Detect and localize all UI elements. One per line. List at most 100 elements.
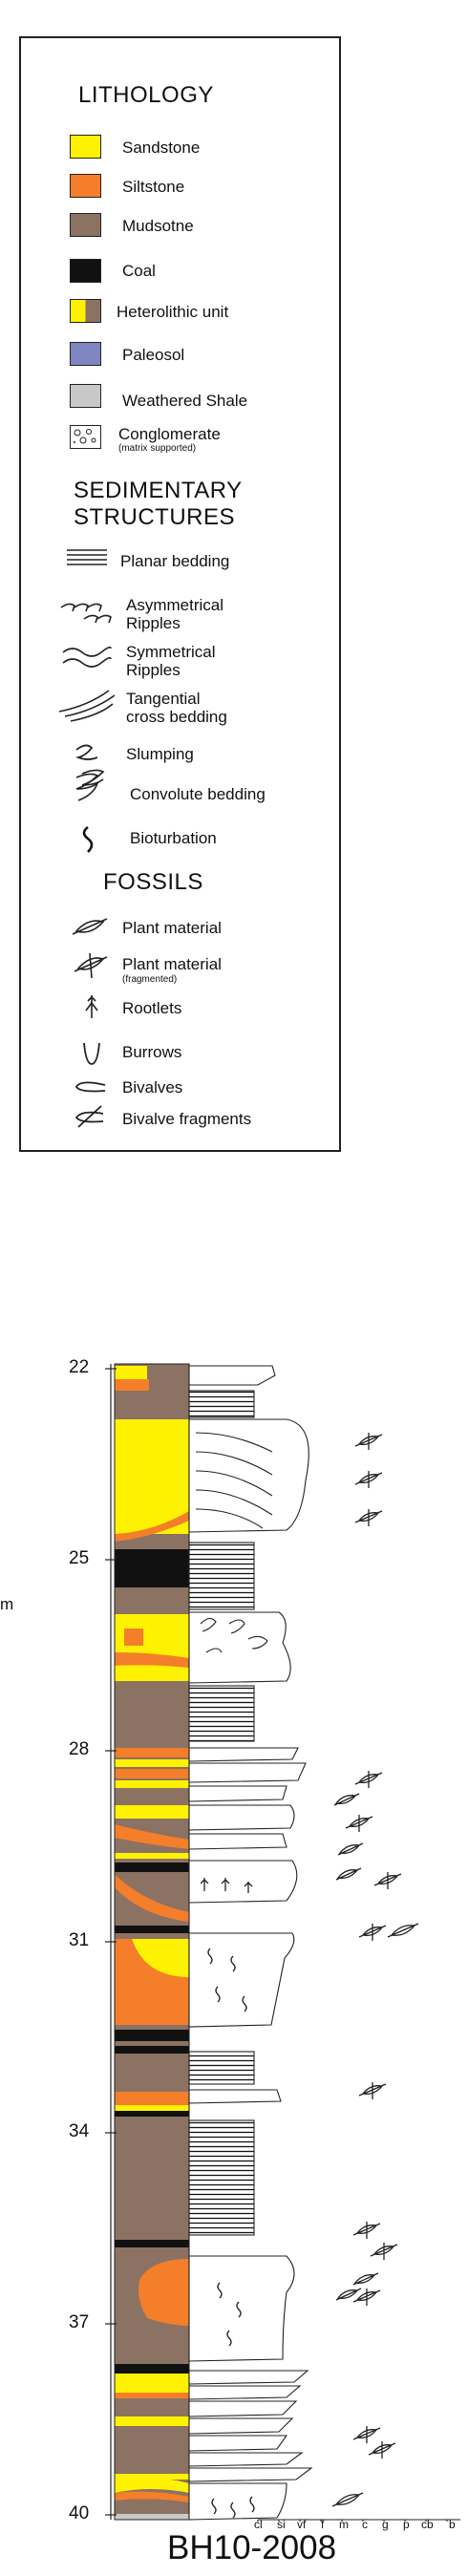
structures-title-line2: STRUCTURES	[74, 504, 236, 530]
structure-label-sym-2: Ripples	[126, 661, 181, 679]
grain-label-cl: cl	[254, 2518, 263, 2531]
fossil-label-plant: Plant material	[122, 919, 222, 937]
borehole-log	[105, 1363, 460, 2522]
plant-fragment-marker	[354, 1509, 383, 1526]
fossils-title: FOSSILS	[103, 869, 203, 895]
plant-fragment-icon	[74, 952, 108, 979]
slumping-icon	[75, 744, 98, 760]
coal-swatch	[70, 259, 101, 283]
fossil-label-bivalve-fragments: Bivalve fragments	[122, 1110, 252, 1128]
bioturbation-icon	[82, 825, 94, 853]
structure-label-planar: Planar bedding	[120, 552, 230, 570]
grain-label-c: c	[362, 2518, 368, 2531]
plant-fragment-marker	[370, 2243, 398, 2260]
heterolithic-label: Heterolithic unit	[117, 303, 229, 321]
paleosol-swatch	[70, 342, 101, 366]
asymmetrical-ripples-icon	[60, 603, 112, 624]
bivalve-fragments-icon	[74, 1105, 104, 1128]
plant-material-marker	[337, 1842, 364, 1856]
structure-label-asym-2: Ripples	[126, 614, 181, 632]
siltstone-label: Siltstone	[122, 178, 185, 196]
mudstone-label: Mudsotne	[122, 217, 194, 235]
rootlets-icon	[85, 995, 98, 1018]
fossil-label-rootlets: Rootlets	[122, 999, 182, 1017]
structure-label-tang-2: cross bedding	[126, 708, 227, 726]
depth-label-40: 40	[69, 2503, 90, 2523]
sandstone-label: Sandstone	[122, 138, 201, 157]
structures-title-line1: SEDIMENTARY	[74, 478, 243, 503]
weathered-shale-swatch	[70, 384, 101, 408]
planar-bedding-icon	[67, 549, 107, 565]
depth-label-37: 37	[69, 2312, 90, 2332]
depth-label-28: 28	[69, 1739, 90, 1759]
depth-axis	[105, 1364, 117, 2520]
plant-fragment-marker	[358, 1924, 387, 1941]
legend-panel: LITHOLOGY Sandstone Siltstone Mudsotne C…	[19, 36, 341, 1152]
mudstone-swatch	[70, 213, 101, 237]
fossil-markers	[331, 1433, 419, 2507]
conglomerate-label: Conglomerate	[118, 425, 221, 443]
convolute-bedding-icon	[75, 769, 105, 801]
grain-label-si: si	[277, 2518, 286, 2531]
plant-material-marker	[333, 1793, 360, 1806]
plant-fragment-marker	[352, 2289, 381, 2306]
plant-material-marker	[331, 2492, 364, 2507]
depth-label-22: 22	[69, 1357, 90, 1377]
paleosol-label: Paleosol	[122, 346, 185, 364]
grain-label-m: m	[339, 2518, 349, 2531]
siltstone-swatch	[70, 174, 101, 198]
structure-label-sym-1: Symmetrical	[126, 643, 216, 661]
plant-material-icon	[72, 918, 108, 935]
plant-fragment-marker	[373, 1872, 402, 1889]
structure-label-slumping: Slumping	[126, 745, 194, 763]
structure-label-convolute: Convolute bedding	[130, 785, 266, 803]
conglomerate-note: (matrix supported)	[118, 443, 197, 454]
depth-label-34: 34	[69, 2121, 90, 2141]
fossil-label-plant-fragment: Plant material	[122, 955, 222, 973]
weathered-shale-label: Weathered Shale	[122, 392, 248, 410]
grain-label-vf: vf	[297, 2518, 307, 2531]
coal-label: Coal	[122, 262, 156, 280]
plant-fragment-marker	[354, 1771, 383, 1788]
plant-material-marker	[335, 2288, 362, 2301]
grain-size-axis	[257, 2519, 460, 2522]
well-name-title: BH10-2008	[167, 2529, 337, 2566]
plant-material-marker	[335, 1867, 362, 1881]
structure-label-tang-1: Tangential	[126, 690, 201, 708]
symmetrical-ripples-icon	[62, 646, 112, 668]
legend-graphics	[58, 549, 116, 1128]
lithology-title: LITHOLOGY	[78, 82, 214, 108]
plant-fragment-marker	[345, 1815, 373, 1832]
grain-label-g: g	[382, 2518, 389, 2531]
plant-material-marker	[352, 2272, 379, 2286]
structure-label-bioturbation: Bioturbation	[130, 829, 217, 847]
burrows-icon	[83, 1042, 100, 1065]
grain-label-f: f	[321, 2518, 325, 2531]
heterolithic-swatch	[70, 299, 101, 323]
structure-label-asym-1: Asymmetrical	[126, 596, 224, 614]
conglomerate-swatch	[70, 425, 101, 449]
bivalves-icon	[74, 1081, 106, 1093]
profile-symbols	[200, 1878, 255, 2519]
grain-size-profile	[188, 1364, 313, 2521]
plant-material-marker	[387, 1923, 419, 1938]
grain-label-b: b	[449, 2518, 456, 2531]
side-unit-label: m	[0, 1595, 14, 1613]
lithology-column	[114, 1363, 190, 2521]
plant-fragment-marker	[354, 1433, 383, 1450]
plant-fragment-marker	[352, 2426, 381, 2443]
fossil-label-bivalves: Bivalves	[122, 1078, 183, 1096]
fossil-label-burrows: Burrows	[122, 1043, 182, 1061]
plant-fragment-marker	[368, 2441, 396, 2459]
grain-label-cb: cb	[421, 2518, 434, 2531]
fossil-note-fragmented: (fragmented)	[122, 974, 178, 985]
plant-fragment-marker	[358, 2082, 387, 2099]
plant-fragment-marker	[354, 1471, 383, 1488]
depth-label-25: 25	[69, 1548, 90, 1568]
grain-label-p: p	[403, 2518, 410, 2531]
depth-label-31: 31	[69, 1930, 90, 1950]
tangential-cross-bedding-icon	[58, 690, 116, 722]
plant-fragment-marker	[352, 2222, 381, 2239]
conglomerate-pattern-icon	[74, 429, 96, 444]
sandstone-swatch	[70, 135, 101, 159]
